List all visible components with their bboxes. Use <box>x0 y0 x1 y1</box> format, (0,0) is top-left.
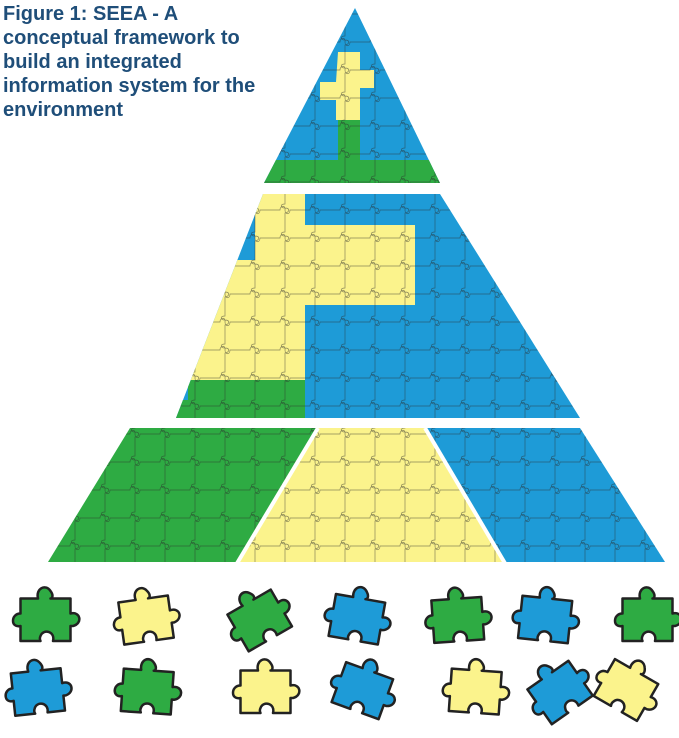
loose-puzzle-piece-yellow <box>112 586 181 646</box>
loose-puzzle-piece-yellow <box>441 657 511 716</box>
loose-puzzle-piece-blue <box>511 585 581 645</box>
loose-puzzle-piece-green <box>613 586 679 643</box>
title-line-1: Figure 1: SEEA - A <box>3 3 179 25</box>
pyramid-bottom-tier <box>48 428 665 562</box>
loose-puzzle-piece-green <box>226 588 294 653</box>
title-line-3: build an integrated <box>3 51 182 73</box>
top-tier-jigsaw-lines <box>264 8 440 183</box>
loose-puzzle-piece-green <box>113 657 183 716</box>
title-line-4: information system for the <box>3 75 256 97</box>
loose-puzzle-piece-blue <box>323 585 392 646</box>
title-line-2: conceptual framework to <box>3 27 240 49</box>
loose-puzzle-piece-yellow <box>231 658 301 715</box>
middle-tier-jigsaw-lines <box>176 194 580 418</box>
figure-title: Figure 1: SEEA - A conceptual framework … <box>3 2 278 122</box>
loose-puzzle-piece-blue <box>329 658 396 721</box>
loose-puzzle-piece-blue <box>526 659 595 726</box>
pyramid-middle-tier <box>176 194 580 418</box>
pyramid-top-tier <box>264 8 440 183</box>
title-line-5: environment <box>3 99 124 121</box>
loose-puzzle-piece-yellow <box>592 657 660 723</box>
loose-puzzle-pieces <box>4 585 679 726</box>
bottom-tier-jigsaw-lines <box>48 428 665 562</box>
loose-puzzle-piece-green <box>424 586 493 645</box>
loose-puzzle-piece-green <box>11 586 81 643</box>
loose-puzzle-piece-blue <box>4 658 73 717</box>
